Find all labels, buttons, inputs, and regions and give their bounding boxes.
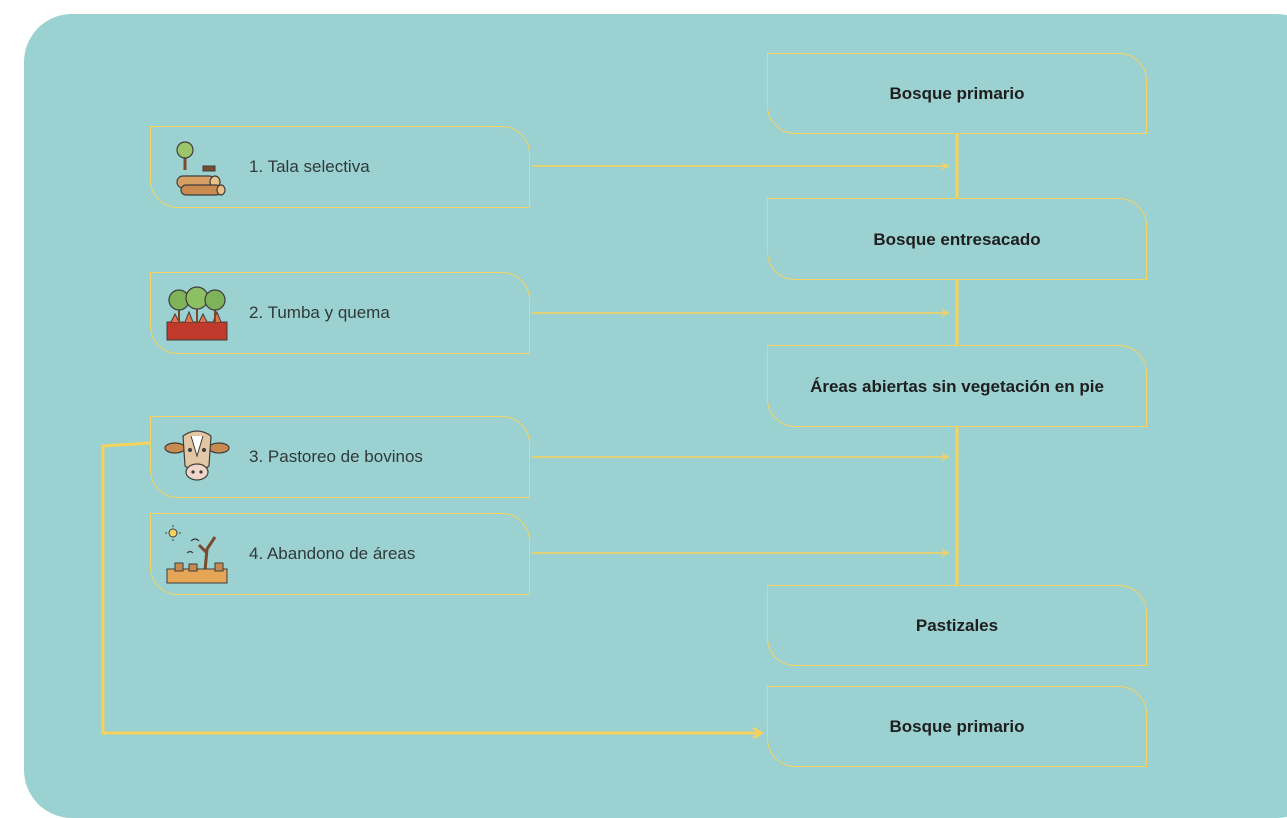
- activity-label: 3. Pastoreo de bovinos: [249, 447, 423, 466]
- stage-label: Bosque primario: [889, 84, 1025, 103]
- stage-box: Pastizales: [767, 585, 1147, 666]
- stage-box: Áreas abiertas sin vegetación en pie: [767, 345, 1147, 427]
- activity-box: 4. Abandono de áreas: [150, 513, 530, 595]
- slash-and-burn-icon: [166, 286, 228, 341]
- stage-label: Áreas abiertas sin vegetación en pie: [810, 376, 1104, 396]
- activity-label: 2. Tumba y quema: [249, 303, 390, 322]
- abandoned-land-icon: [165, 525, 228, 584]
- cow-icon: [164, 430, 230, 481]
- activity-label: 4. Abandono de áreas: [249, 544, 416, 563]
- stage-box: Bosque entresacado: [767, 198, 1147, 280]
- activity-box: 3. Pastoreo de bovinos: [150, 416, 530, 498]
- stage-box: Bosque primario: [767, 686, 1147, 767]
- activity-label: 1. Tala selectiva: [249, 157, 370, 176]
- activity-box: 2. Tumba y quema: [150, 272, 530, 354]
- logging-icon: [176, 141, 226, 196]
- stage-label: Pastizales: [915, 616, 999, 635]
- stage-label: Bosque primario: [889, 717, 1025, 736]
- activity-box: 1. Tala selectiva: [150, 126, 530, 208]
- stage-box: Bosque primario: [767, 53, 1147, 134]
- stage-label: Bosque entresacado: [873, 229, 1041, 249]
